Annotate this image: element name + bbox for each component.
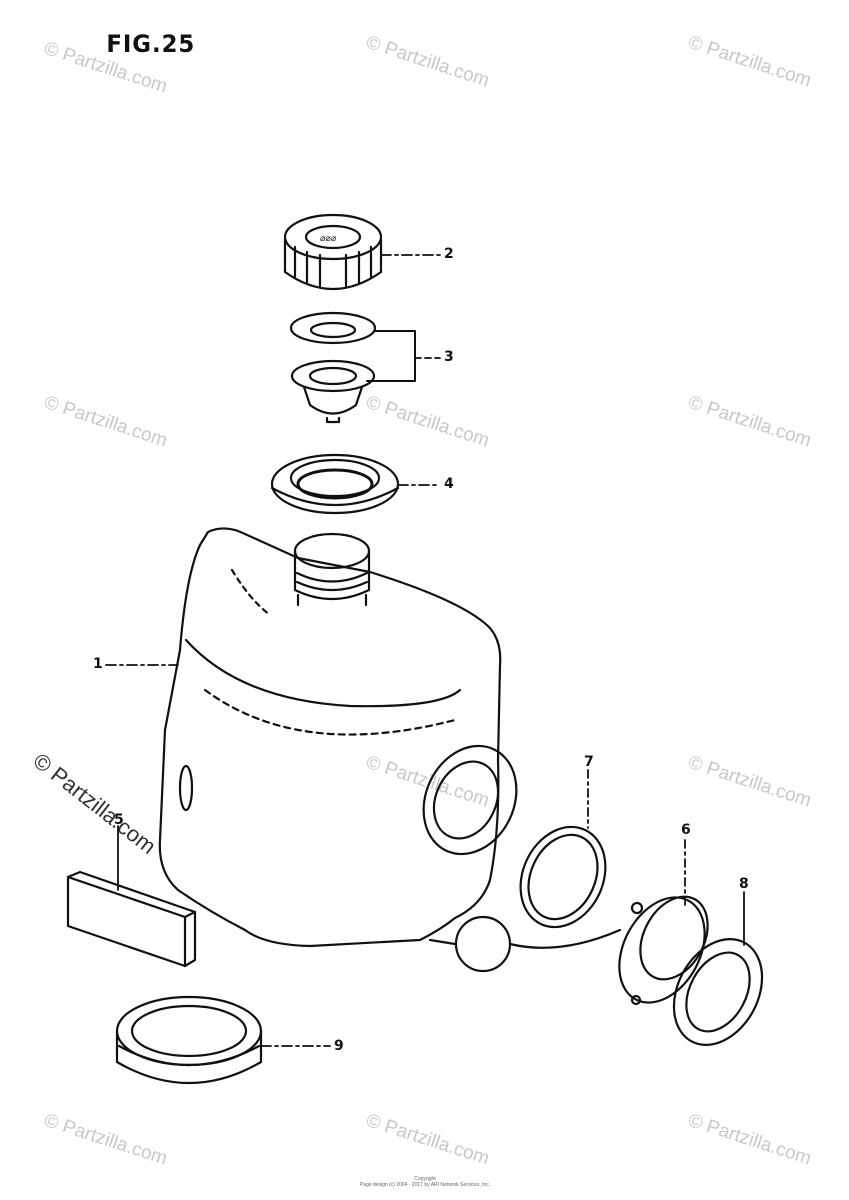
callout-3: 3 [444,349,454,365]
callout-6: 6 [681,822,691,838]
part-3-gasket-set [289,311,377,424]
footer-line-1: Copyright [414,1176,436,1182]
part-5-cushion-pad [66,870,197,968]
footer-line-2: Page design (c) 2004 - 2017 by ARI Netwo… [359,1182,491,1188]
callout-8: 8 [739,876,749,892]
callout-4: 4 [444,476,454,492]
figure-title: FIG.25 [106,30,196,58]
callout-7: 7 [584,754,594,770]
part-4-grommet [270,453,400,515]
callout-5: 5 [114,812,124,828]
leader-lines [105,254,745,1047]
part-7-o-ring [519,825,607,929]
part-2-filler-cap: ⌀⌀⌀ [283,213,383,290]
callout-1: 1 [93,656,103,672]
svg-text:⌀⌀⌀: ⌀⌀⌀ [320,234,337,244]
copyright-footer: Copyright Page design (c) 2004 - 2017 by… [300,1176,550,1188]
float-assembly [428,915,622,973]
callout-9: 9 [334,1038,344,1054]
callout-2: 2 [444,246,454,262]
part-9-grommet-ring [115,995,263,1084]
part-1-oil-tank [158,527,518,948]
part-6-level-sensor [618,895,709,1006]
part-8-ring-nut [672,938,764,1046]
